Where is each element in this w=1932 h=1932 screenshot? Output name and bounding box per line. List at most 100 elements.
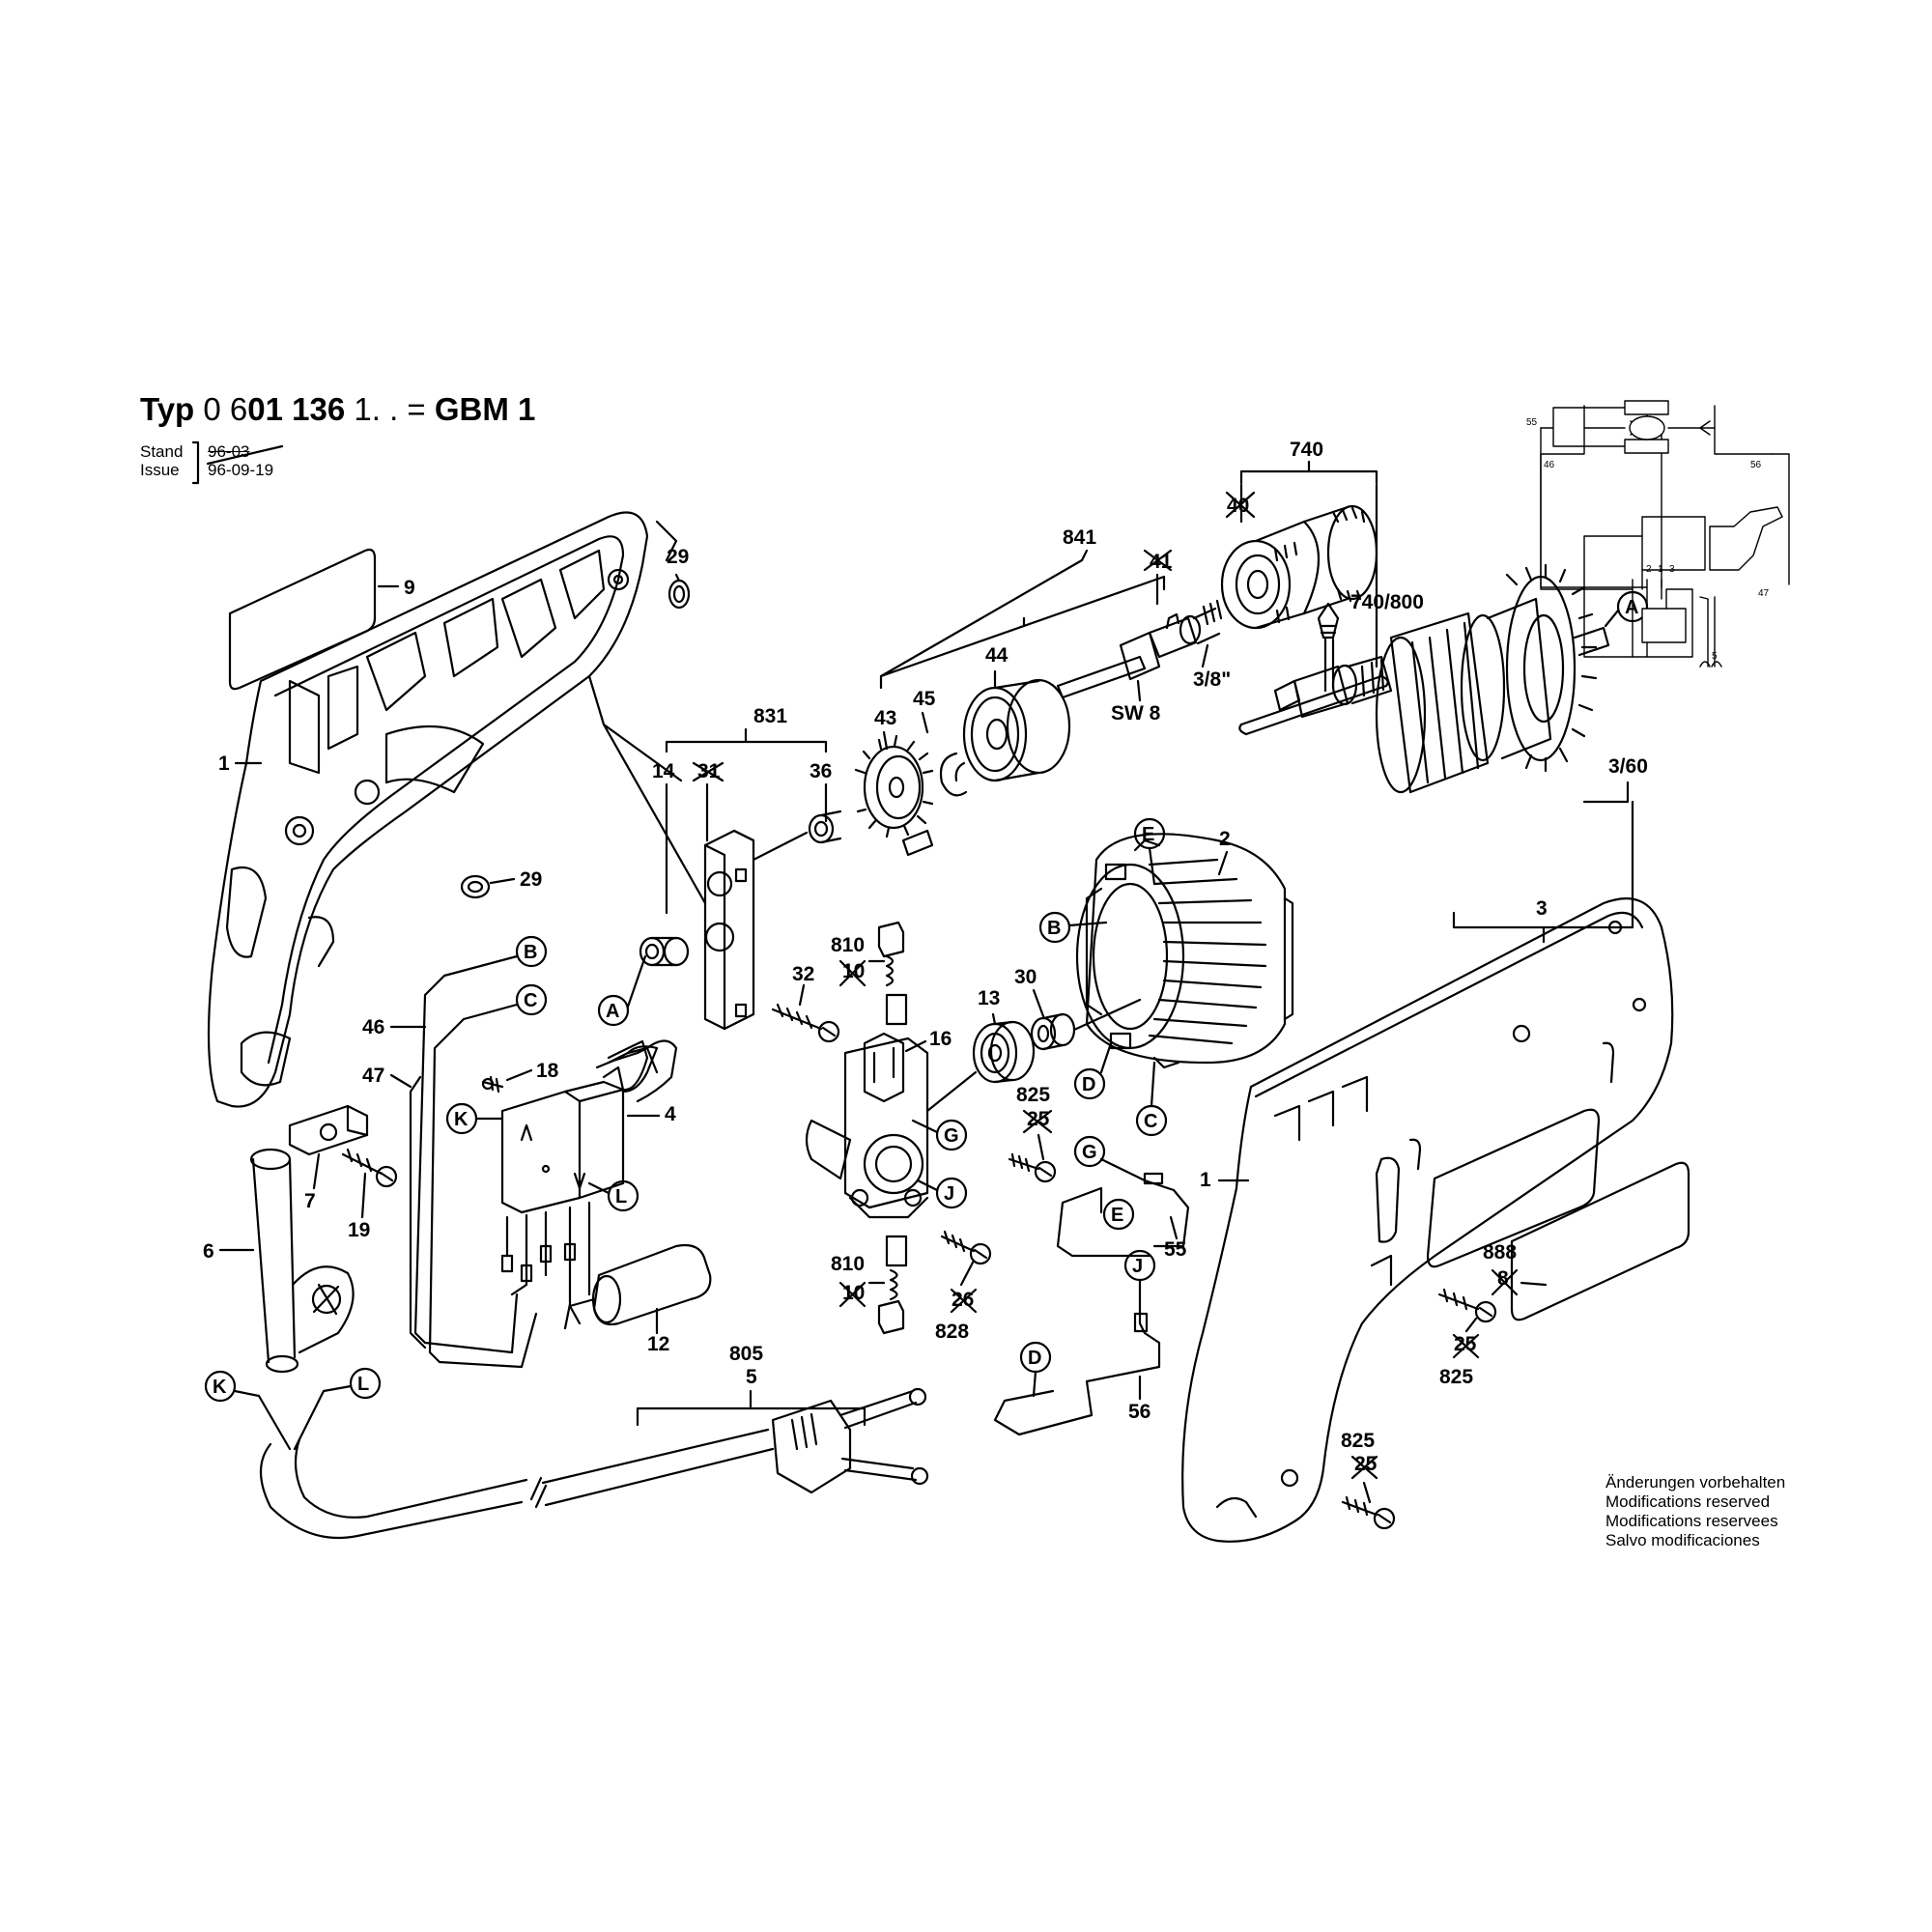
trigger-switch-top	[595, 1039, 678, 1103]
leaders-740	[1239, 483, 1378, 668]
leader-30	[1032, 988, 1045, 1018]
label-6: 6	[203, 1240, 214, 1263]
label-13: 13	[978, 987, 1000, 1009]
crossed-25-c	[1350, 1455, 1378, 1480]
crossed-25-b	[1452, 1333, 1480, 1359]
label-19: 19	[348, 1219, 370, 1241]
label-740: 740	[1290, 439, 1323, 461]
connector-K-switch: K	[454, 1109, 469, 1130]
wire-55-terminal	[1143, 1172, 1164, 1185]
bushing-14	[639, 936, 690, 967]
leader-3-8	[1201, 643, 1209, 668]
crossed-10-top	[838, 959, 867, 987]
wire-56-terminal	[1133, 1312, 1149, 1333]
power-cord	[260, 1387, 929, 1540]
label-828: 828	[935, 1321, 969, 1343]
stand-label: Stand	[140, 442, 184, 461]
sch-label-3: 3	[1669, 564, 1675, 575]
axis-line-36	[752, 831, 809, 862]
title-number-light: 0 6	[203, 391, 248, 427]
wire-55	[1056, 1157, 1190, 1258]
diagram-title: Typ 0 601 136 1. . = GBM 1	[140, 391, 535, 428]
label-825-c: 825	[1341, 1430, 1375, 1452]
label-16: 16	[929, 1028, 952, 1050]
wire-47	[409, 1075, 427, 1350]
label-7: 7	[304, 1190, 316, 1212]
crossed-31	[692, 761, 724, 782]
leader-D-top	[1099, 1041, 1113, 1074]
mod-line-en: Modifications reserved	[1605, 1492, 1771, 1511]
bracket-841-top	[879, 549, 1089, 678]
connector-E-bottom-circle	[1102, 1198, 1135, 1231]
label-25-c: 25	[1354, 1453, 1378, 1475]
label-3: 3	[1536, 897, 1548, 920]
connector-J-left: J	[944, 1183, 954, 1205]
label-888: 888	[1483, 1241, 1517, 1264]
leader-47	[389, 1073, 412, 1089]
leader-825-c	[1362, 1481, 1372, 1504]
connector-D-bottom: D	[1028, 1348, 1041, 1369]
crossed-41	[1143, 549, 1173, 572]
connector-L-switch: L	[615, 1186, 627, 1208]
connector-D-top-circle	[1073, 1067, 1106, 1100]
connector-D-top: D	[1082, 1074, 1095, 1095]
connector-J-right: J	[1132, 1256, 1143, 1277]
axis-line-motor	[925, 998, 1142, 1113]
connector-L-cord: L	[357, 1374, 369, 1395]
spindle-shaft	[1056, 599, 1223, 699]
brush-holder-assembly	[805, 1032, 929, 1219]
title-model: GBM 1	[434, 391, 536, 427]
leader-19	[360, 1172, 367, 1219]
connector-G-right-circle	[1073, 1135, 1106, 1168]
wiring-schematic	[1540, 400, 1790, 668]
bracket-831	[665, 727, 828, 753]
bushing-36	[808, 810, 842, 844]
wire-46	[413, 954, 519, 1354]
connector-J-left-circle	[935, 1177, 968, 1209]
leader-D-bottom	[1032, 1370, 1037, 1398]
connector-C-right: C	[1144, 1111, 1157, 1132]
label-14: 14	[652, 760, 675, 782]
field-stator	[1075, 833, 1294, 1069]
connector-B-left: B	[524, 942, 537, 963]
bearing-44	[962, 678, 1071, 782]
label-30: 30	[1014, 966, 1037, 988]
label-810-bottom: 810	[831, 1253, 865, 1275]
header-bracket	[191, 440, 200, 485]
cable-sleeve-6	[249, 1148, 355, 1374]
issue-label: Issue	[140, 461, 180, 479]
cord-wire-ends	[233, 1384, 353, 1451]
leader-7	[312, 1152, 321, 1190]
armature	[1273, 563, 1610, 794]
label-841: 841	[1063, 526, 1096, 549]
leader-J-left	[916, 1179, 939, 1192]
leader-828	[959, 1259, 976, 1287]
leader-L-switch	[587, 1181, 611, 1195]
connector-B-right: B	[1047, 918, 1061, 939]
label-sw8: SW 8	[1111, 702, 1161, 724]
leader-55	[1169, 1215, 1179, 1240]
leader-825-b	[1464, 1317, 1478, 1333]
connector-G-right: G	[1082, 1142, 1097, 1163]
sch-label-55: 55	[1526, 417, 1538, 428]
washer-29-top	[668, 579, 691, 610]
carbon-brush-bottom	[877, 1235, 908, 1335]
crossed-26	[950, 1288, 978, 1314]
leader-C-right	[1150, 1061, 1156, 1108]
leader-2	[1217, 850, 1229, 876]
label-45: 45	[913, 688, 936, 710]
sch-label-1: 1	[1658, 564, 1663, 575]
label-56: 56	[1128, 1401, 1151, 1423]
switch-terminal-2	[520, 1264, 533, 1283]
washer-29-bottom	[460, 874, 491, 899]
bearing-13	[972, 1020, 1036, 1084]
leader-3-60	[1582, 781, 1630, 804]
screw-825-a	[1008, 1152, 1057, 1183]
screw-828	[940, 1230, 992, 1265]
connector-A-left: A	[606, 1001, 619, 1022]
crossed-8	[1491, 1268, 1519, 1296]
label-810-top: 810	[831, 934, 865, 956]
crossed-40	[1225, 491, 1256, 519]
stand-strike	[206, 444, 284, 466]
leader-16	[904, 1039, 927, 1053]
